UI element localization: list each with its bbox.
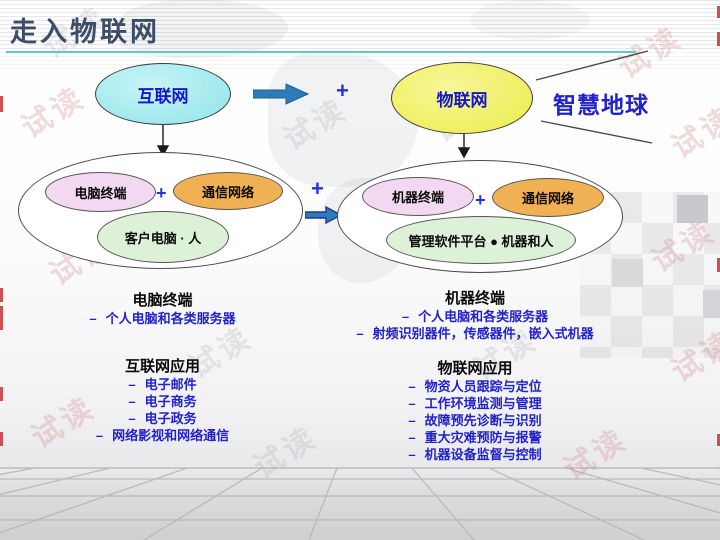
list-item: –射频识别器件，传感器件，嵌入式机器 xyxy=(356,326,594,341)
computer-terminal-ellipse: 电脑终端 xyxy=(45,172,156,212)
platform-label: 管理软件平台 ● 机器和人 xyxy=(408,233,554,249)
edge-mark xyxy=(717,434,720,446)
edge-mark xyxy=(717,6,720,18)
list-item: –故障预先诊断与识别 xyxy=(408,413,542,428)
world-map-shape xyxy=(470,0,590,40)
list-item: –个人电脑和各类服务器 xyxy=(89,311,236,326)
client-people-ellipse: 客户电脑 · 人 xyxy=(97,211,229,263)
plus-sign: + xyxy=(336,78,349,103)
edge-mark xyxy=(0,387,3,401)
world-map-shape xyxy=(118,0,288,58)
edge-mark xyxy=(0,96,3,112)
platform-ellipse: 管理软件平台 ● 机器和人 xyxy=(386,216,576,264)
list-item: –物资人员跟踪与定位 xyxy=(408,379,542,394)
edge-mark xyxy=(0,432,3,446)
edge-mark xyxy=(717,32,720,46)
list-item: –电子政务 xyxy=(128,411,197,426)
slide-title: 走入物联网 xyxy=(10,17,160,47)
internet-section: 电脑终端 –个人电脑和各类服务器 互联网应用 –电子邮件 –电子商务 –电子政务… xyxy=(35,292,290,444)
list-item: –个人电脑和各类服务器 xyxy=(401,309,549,324)
edge-mark xyxy=(0,288,3,302)
checker-square xyxy=(612,259,643,287)
right-arrow-icon xyxy=(253,83,309,105)
section-heading: 物联网应用 xyxy=(437,360,513,377)
iot-section: 机器终端 –个人电脑和各类服务器 –射频识别器件，传感器件，嵌入式机器 物联网应… xyxy=(330,290,620,463)
list-item: –网络影视和网络通信 xyxy=(95,428,230,443)
right-arrow-icon xyxy=(305,206,343,224)
title-underline xyxy=(6,51,636,53)
checker-square xyxy=(703,290,720,318)
computer-terminal-label: 电脑终端 xyxy=(74,185,127,201)
list-item: –重大灾难预防与报警 xyxy=(408,430,542,445)
internet-ellipse: 互联网 xyxy=(95,63,231,125)
spacer xyxy=(330,342,620,360)
section-heading: 机器终端 xyxy=(444,290,505,307)
section-heading: 互联网应用 xyxy=(124,358,200,375)
floor-grid xyxy=(0,467,720,540)
floor xyxy=(0,466,720,540)
comm-network-ellipse-left: 通信网络 xyxy=(173,172,283,210)
list-item: –电子邮件 xyxy=(128,377,197,392)
list-item: –工作环境监测与管理 xyxy=(408,396,542,411)
comm-network-ellipse-right: 通信网络 xyxy=(492,178,604,217)
plus-sign: + xyxy=(311,176,324,201)
edge-mark xyxy=(0,306,3,330)
header-stripes xyxy=(0,0,720,52)
plus-sign: + xyxy=(475,190,486,210)
smart-earth-label: 智慧地球 xyxy=(553,92,649,118)
internet-label: 互联网 xyxy=(137,86,189,106)
client-people-label: 客户电脑 · 人 xyxy=(124,230,202,246)
world-map-shape xyxy=(268,52,418,187)
spacer xyxy=(35,327,290,358)
list-item: –电子商务 xyxy=(128,394,197,409)
comm-network-label: 通信网络 xyxy=(201,184,254,200)
plus-sign: + xyxy=(156,183,167,203)
list-item: –机器设备监督与控制 xyxy=(408,447,542,462)
iot-label: 物联网 xyxy=(436,90,488,110)
checker-square xyxy=(677,195,708,223)
edge-mark xyxy=(717,258,720,272)
section-heading: 电脑终端 xyxy=(132,292,193,309)
machine-terminal-ellipse: 机器终端 xyxy=(362,177,474,216)
machine-terminal-label: 机器终端 xyxy=(391,190,444,205)
comm-network-label: 通信网络 xyxy=(521,191,574,206)
iot-ellipse: 物联网 xyxy=(391,62,533,134)
